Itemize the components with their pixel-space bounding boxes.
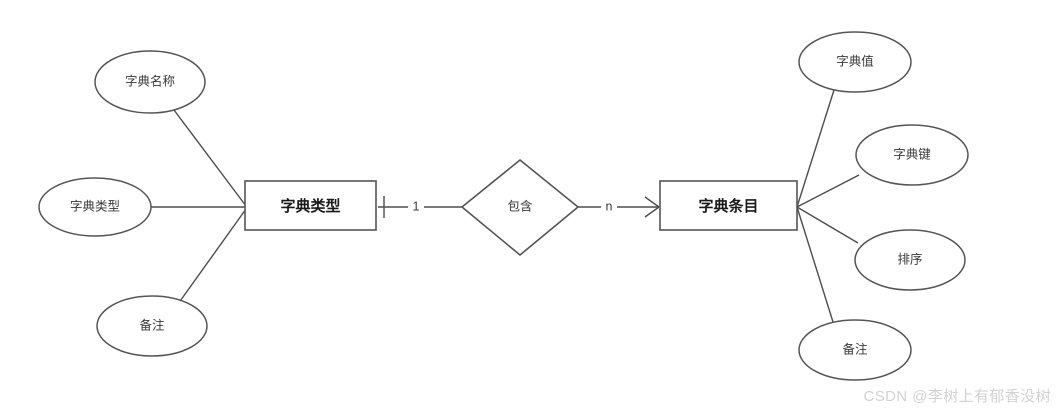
connector-right — [578, 196, 660, 218]
attribute-dict-type-attr-ellipse[interactable] — [38, 177, 152, 237]
attribute-dict-name-label: 字典名称 — [125, 73, 175, 88]
edge-dict-type-remark-to-dict-type — [177, 208, 247, 305]
cardinality-group: 1 n — [408, 197, 617, 217]
edge-dict-entry-to-dict-key — [796, 174, 860, 208]
attribute-dict-entry-remark[interactable]: 备注 — [798, 319, 912, 381]
cardinality-left-label: 1 — [413, 199, 420, 213]
attribute-dict-key[interactable]: 字典键 — [855, 124, 969, 186]
entity-dict-type-box[interactable] — [244, 180, 377, 231]
edge-dict-entry-to-dict-entry-remark — [796, 206, 834, 323]
edge-dict-name-to-dict-type — [173, 109, 247, 207]
attribute-dict-type-attr[interactable]: 字典类型 — [38, 177, 152, 237]
attribute-dict-value-label: 字典值 — [836, 53, 874, 68]
attribute-dict-type-attr-label: 字典类型 — [70, 198, 120, 213]
edge-dict-entry-to-dict-sort — [796, 206, 859, 244]
attribute-dict-name-ellipse[interactable] — [94, 50, 206, 114]
attribute-dict-name[interactable]: 字典名称 — [94, 50, 206, 114]
attribute-dict-value-ellipse[interactable] — [798, 31, 912, 93]
relationship-contains-label: 包含 — [507, 198, 533, 213]
attribute-dict-sort-ellipse[interactable] — [854, 229, 966, 291]
cardinality-right-label: n — [606, 199, 613, 213]
relationship-contains-diamond[interactable] — [460, 158, 580, 257]
attribute-dict-entry-remark-label: 备注 — [842, 341, 868, 356]
relationship-contains[interactable]: 包含 — [460, 158, 580, 257]
entity-dict-entry-box[interactable] — [659, 180, 798, 231]
attribute-dict-value[interactable]: 字典值 — [798, 31, 912, 93]
edge-dict-entry-to-dict-value — [796, 89, 835, 208]
attribute-dict-sort[interactable]: 排序 — [854, 229, 966, 291]
entity-dict-entry-label: 字典条目 — [698, 197, 758, 215]
entity-dict-entry[interactable]: 字典条目 — [659, 180, 798, 231]
attribute-dict-entry-remark-ellipse[interactable] — [798, 319, 912, 381]
attribute-dict-type-remark[interactable]: 备注 — [96, 295, 208, 357]
attribute-dict-type-remark-ellipse[interactable] — [96, 295, 208, 357]
crows-foot-many-icon — [644, 196, 660, 218]
entity-dict-type[interactable]: 字典类型 — [244, 180, 377, 231]
edge-group-left-attributes — [151, 109, 247, 305]
cardinality-left-backdrop — [408, 197, 424, 217]
edge-group-right-attributes — [796, 89, 860, 323]
attribute-dict-key-label: 字典键 — [893, 146, 931, 161]
entity-dict-type-label: 字典类型 — [280, 197, 340, 215]
csdn-watermark: CSDN @李树上有郁香没树 — [863, 388, 1051, 405]
cardinality-right-backdrop — [601, 197, 617, 217]
attribute-dict-key-ellipse[interactable] — [855, 124, 969, 186]
attribute-dict-type-remark-label: 备注 — [139, 317, 165, 332]
attribute-dict-sort-label: 排序 — [897, 251, 922, 266]
